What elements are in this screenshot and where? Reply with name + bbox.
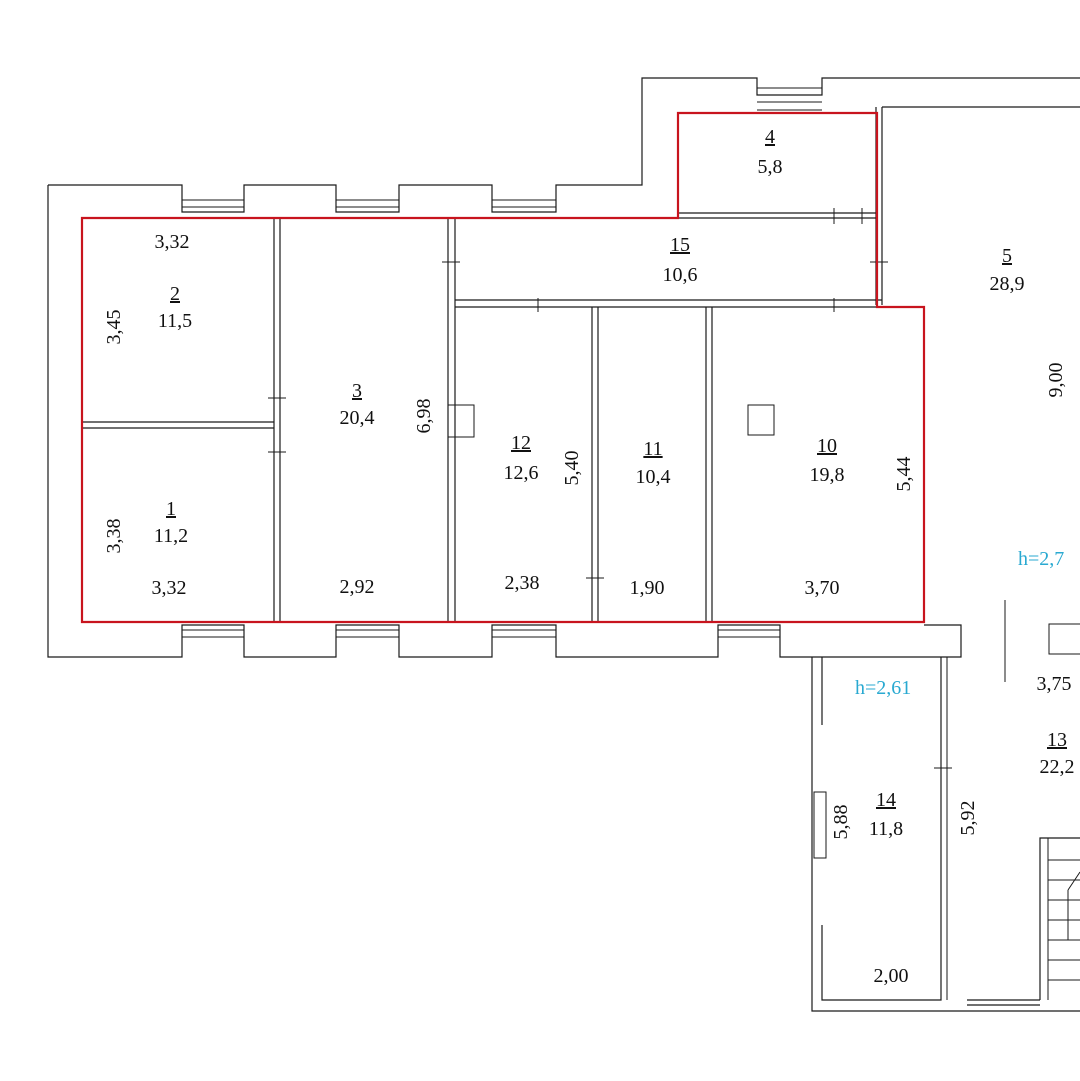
room-number: 2: [170, 283, 180, 305]
dimension-label: 5,44: [893, 457, 915, 492]
room-number: 15: [670, 234, 690, 256]
room-area: 19,8: [810, 464, 845, 486]
ceiling-height-label: h=2,61: [855, 677, 911, 699]
dimension-label: 5,92: [957, 801, 979, 836]
room-area: 5,8: [758, 156, 783, 178]
room-area: 10,4: [636, 466, 671, 488]
dimension-label: 9,00: [1045, 363, 1067, 398]
dimension-label: 3,32: [155, 231, 190, 253]
room-area: 12,6: [504, 462, 539, 484]
highlighted-area-outline: [80, 111, 926, 624]
room-number: 3: [352, 380, 362, 402]
dimension-label: 6,98: [413, 399, 435, 434]
room-area: 11,8: [869, 818, 903, 840]
room-number: 12: [511, 432, 531, 454]
dimension-label: 3,38: [103, 519, 125, 554]
dimension-label: 5,40: [561, 451, 583, 486]
room-number: 1: [166, 498, 176, 520]
dimension-label: 1,90: [630, 577, 665, 599]
dimension-labels: 3,32 3,45 3,38 3,32 2,92 6,98 5,40 2,38 …: [103, 231, 1072, 987]
dimension-label: 2,38: [505, 572, 540, 594]
room-number: 13: [1047, 729, 1067, 751]
room-number: 10: [817, 435, 837, 457]
dimension-label: 3,32: [152, 577, 187, 599]
room-number: 11: [643, 438, 662, 460]
room-number: 14: [876, 789, 896, 811]
dimension-label: 3,70: [805, 577, 840, 599]
room-number: 5: [1002, 245, 1012, 267]
dimension-label: 3,45: [103, 310, 125, 345]
room-area: 28,9: [990, 273, 1025, 295]
ceiling-height-labels: h=2,7 h=2,61: [855, 548, 1064, 699]
dimension-label: 2,92: [340, 576, 375, 598]
ceiling-height-label: h=2,7: [1018, 548, 1064, 570]
room-area: 22,2: [1040, 756, 1075, 778]
room-labels: 1 11,2 2 11,5 3 20,4 4 5,8 5 28,9 10 19,…: [154, 126, 1075, 840]
dimension-label: 2,00: [874, 965, 909, 987]
room-number: 4: [765, 126, 775, 148]
room-area: 10,6: [663, 264, 698, 286]
room-area: 11,5: [158, 310, 192, 332]
room-area: 11,2: [154, 525, 188, 547]
room-area: 20,4: [340, 407, 375, 429]
dimension-label: 3,75: [1037, 673, 1072, 695]
dimension-label: 5,88: [830, 805, 852, 840]
